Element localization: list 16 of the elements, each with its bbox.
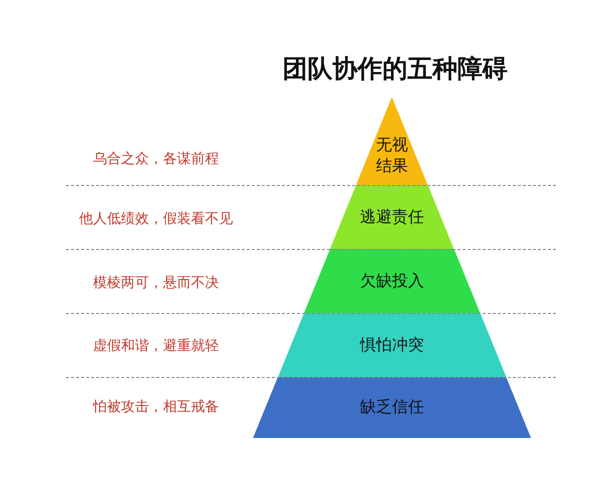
layer-label: 欠缺投入 [360,270,424,292]
pyramid-layer [278,313,506,377]
pyramid-layer [356,97,428,185]
pyramid-layer [330,185,454,249]
layer-label: 缺乏信任 [360,397,424,418]
side-note: 怕被攻击，相互戒备 [92,398,220,416]
side-note: 模棱两可，悬而不决 [92,274,220,292]
diagram-title: 团队协作的五种障碍 [282,53,508,85]
pyramid-layer [304,249,480,313]
layer-label: 惧怕冲突 [360,334,424,356]
side-note: 他人低绩效，假装看不见 [78,210,234,228]
layer-label: 无视结果 [374,135,409,178]
side-note: 乌合之众，各谋前程 [92,150,220,168]
pyramid-layer [253,377,531,438]
layer-label: 逃避责任 [360,206,424,228]
side-note: 虚假和谐，避重就轻 [92,337,220,355]
